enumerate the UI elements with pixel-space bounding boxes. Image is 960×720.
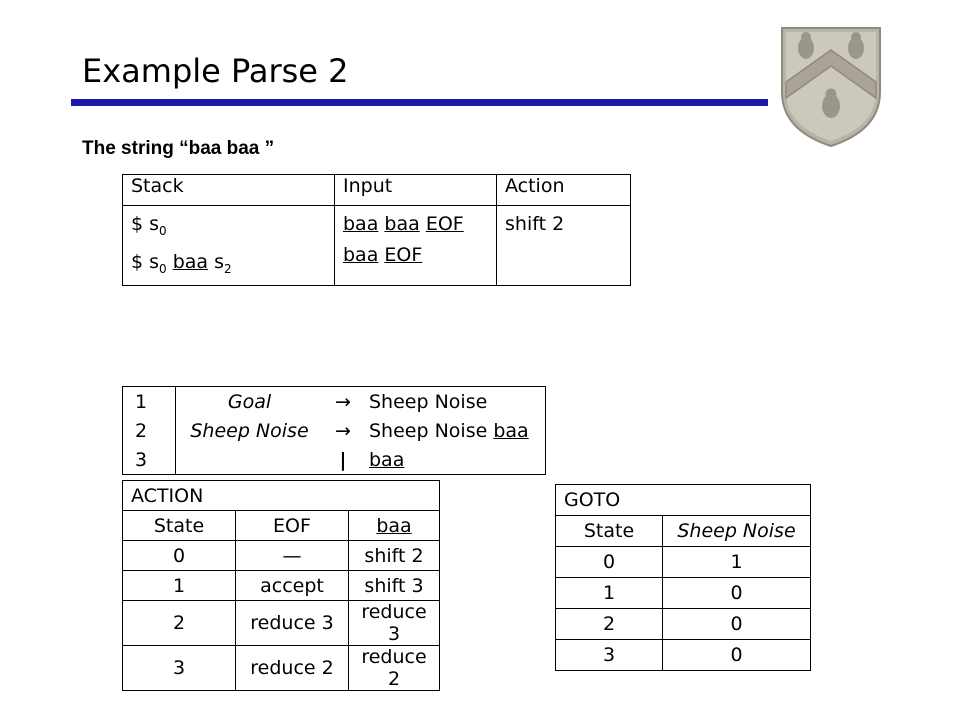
table-row: $ s0 $ s0 baa s2 baa baa EOF baa EOF shi… <box>122 205 631 286</box>
table-header-row: Stack Input Action <box>122 174 631 206</box>
stack-line-1: $ s0 <box>131 213 167 238</box>
grammar-rule: 3 | baa <box>122 445 546 475</box>
table-header-row: State Sheep Noise <box>555 515 811 547</box>
action-title-row: ACTION <box>122 480 440 511</box>
input-cell: baa baa EOF baa EOF <box>334 205 497 286</box>
university-crest-logo <box>781 27 881 148</box>
header-input: Input <box>334 174 497 206</box>
action-cell: shift 2 <box>496 205 631 286</box>
grammar-rule: 1 Goal → Sheep Noise <box>122 386 546 416</box>
parse-stack-table: Stack Input Action $ s0 $ s0 baa s2 baa … <box>122 174 631 286</box>
slide-title: Example Parse 2 <box>82 52 349 90</box>
table-header-row: State EOF baa <box>122 510 440 541</box>
goto-title-row: GOTO <box>555 484 811 516</box>
table-row: 0—shift 2 <box>122 540 440 571</box>
grammar-rule: 2 Sheep Noise → Sheep Noise baa <box>122 416 546 445</box>
stack-line-2: $ s0 baa s2 <box>131 250 232 276</box>
stack-cell: $ s0 $ s0 baa s2 <box>122 205 335 286</box>
slide-subtitle: The string “baa baa ” <box>82 138 275 159</box>
grammar-rules-table: 1 Goal → Sheep Noise 2 Sheep Noise → She… <box>122 386 546 475</box>
input-line-1: baa baa EOF <box>343 213 464 235</box>
title-rule <box>71 99 768 106</box>
input-line-2: baa EOF <box>343 244 423 266</box>
header-action: Action <box>496 174 631 206</box>
header-stack: Stack <box>122 174 335 206</box>
